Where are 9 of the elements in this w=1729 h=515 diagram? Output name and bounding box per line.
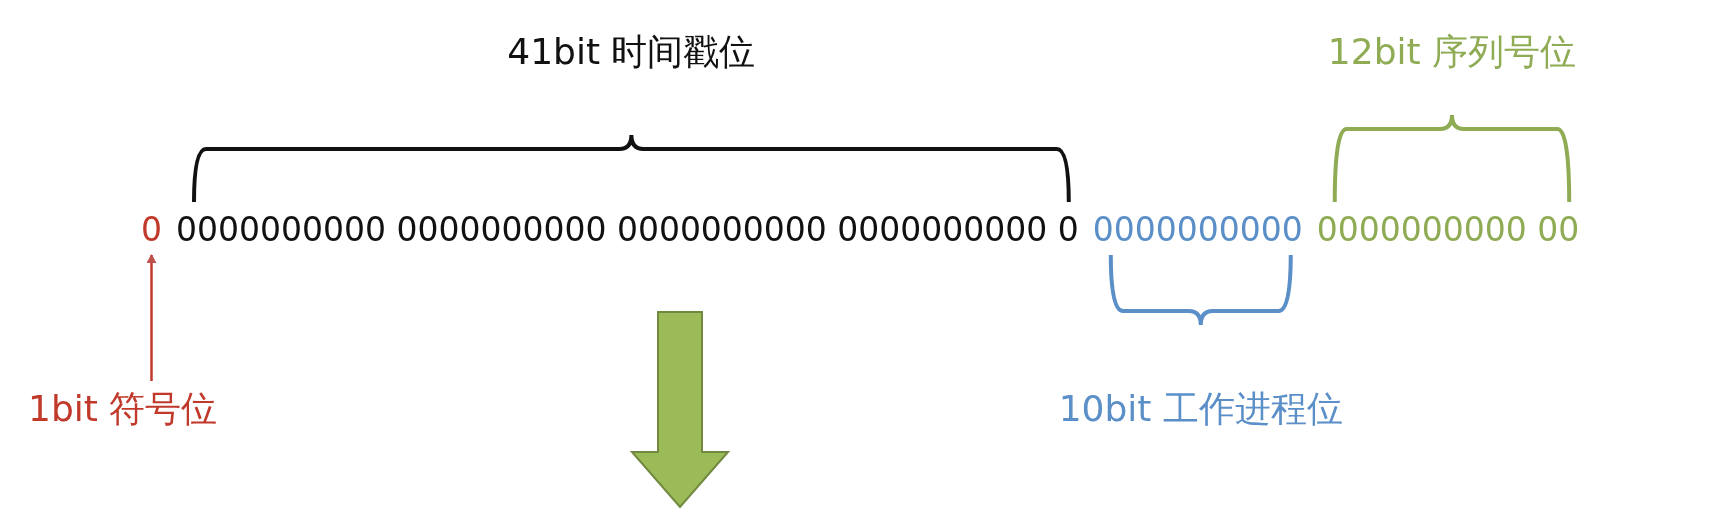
bit-field-label: 12bit 序列号位 [1327,30,1577,74]
bit-string: 0000000000 [1092,210,1303,249]
bit-field-label: 1bit 符号位 [28,385,218,434]
bit-field-label: 41bit 时间戳位 [507,30,756,74]
bit-string: 0000000000 0000000000 0000000000 0000000000 0 [176,210,1079,249]
bit-field-label: 10bit 工作进程位 [1058,387,1343,431]
bit-string: 0000000000 00 [1316,210,1580,249]
arrow [146,254,157,381]
sign-bit: 0 [141,210,162,249]
